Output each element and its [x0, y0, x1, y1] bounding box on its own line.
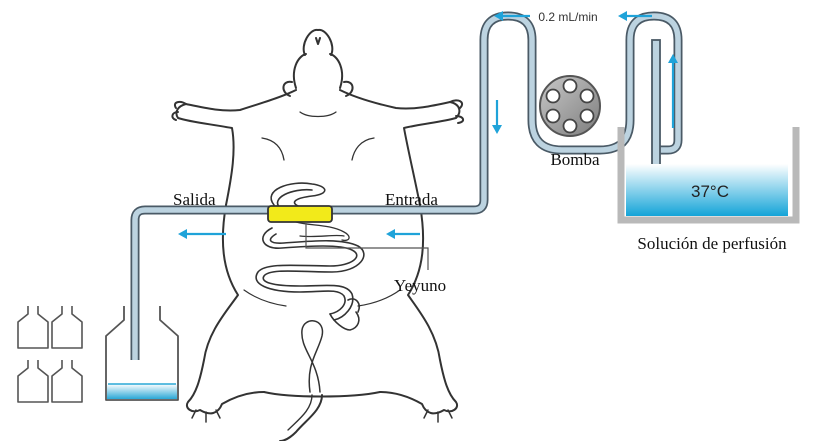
jejunum-segment	[268, 206, 332, 222]
collection-bottle	[106, 306, 178, 400]
arrow-inlet	[386, 229, 420, 239]
perfusion-bath	[621, 127, 796, 220]
flow-rate-label: 0.2 mL/min	[538, 10, 597, 24]
rat-illustration	[172, 30, 463, 441]
intake-tube	[652, 40, 660, 180]
jejunum-label: Yeyuno	[394, 276, 446, 295]
pump-label: Bomba	[550, 150, 600, 169]
inlet-label: Entrada	[385, 190, 438, 209]
pump-illustration	[540, 76, 600, 136]
perfusion-solution-label: Solución de perfusión	[637, 234, 787, 253]
arrow-outlet	[178, 229, 226, 239]
outlet-label: Salida	[173, 190, 216, 209]
perfusion-tubing	[135, 16, 678, 360]
temperature-label: 37°C	[691, 182, 729, 201]
spare-bottles	[18, 306, 82, 402]
arrow-down	[492, 100, 502, 134]
